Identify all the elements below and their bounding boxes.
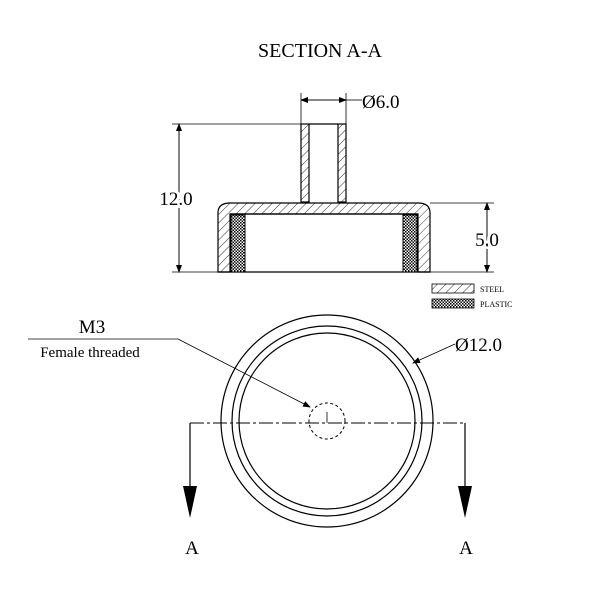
section-mark-right: A — [459, 538, 473, 559]
section-arrow-left — [183, 486, 197, 518]
legend-plastic-swatch — [431, 298, 475, 309]
stem-diameter-label: Ø6.0 — [362, 92, 399, 113]
thread-size-label: M3 — [79, 317, 105, 338]
thread-hole — [308, 402, 346, 440]
outer-circle-inner-edge — [231, 325, 423, 517]
material-legend: STEEL PLASTIC — [431, 283, 512, 309]
legend-plastic-label: PLASTIC — [480, 300, 512, 309]
plastic-insert-left — [230, 214, 246, 273]
thread-description-label: Female threaded — [40, 345, 140, 361]
legend-steel-label: STEEL — [480, 285, 504, 294]
plastic-insert-right — [402, 214, 418, 273]
dimension-stem-diameter: Ø6.0 — [300, 92, 399, 124]
section-mark-left: A — [185, 538, 199, 559]
cup-body — [217, 202, 431, 273]
stem-left-wall — [300, 123, 310, 203]
outer-diameter-callout: Ø12.0 — [412, 335, 502, 364]
section-title: SECTION A-A — [258, 40, 382, 62]
stem-right-wall — [337, 123, 347, 203]
base-height-label: 5.0 — [475, 230, 499, 251]
section-view — [217, 123, 431, 273]
inner-circle — [238, 332, 416, 510]
dimension-base-height: 5.0 — [430, 202, 502, 273]
outer-circle — [220, 314, 434, 528]
section-cut-line: A A — [183, 422, 473, 559]
legend-steel-swatch — [431, 283, 475, 294]
thread-callout: M3 Female threaded — [28, 317, 311, 408]
outer-diameter-label: Ø12.0 — [455, 335, 502, 356]
top-view — [220, 314, 434, 528]
total-height-label: 12.0 — [159, 189, 192, 210]
dimension-total-height: 12.0 — [156, 123, 301, 273]
section-arrow-right — [458, 486, 472, 518]
